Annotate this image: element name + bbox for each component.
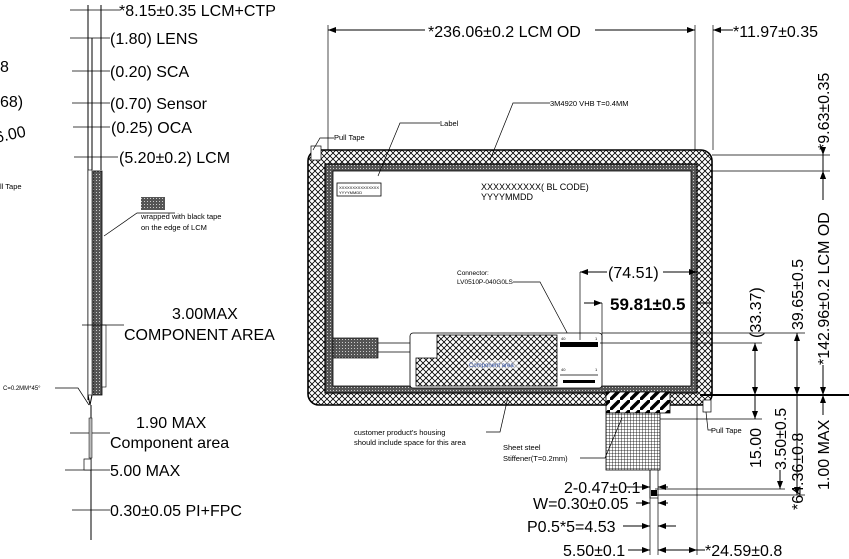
pin-40-bottom: 40	[561, 367, 566, 372]
stiffener-note-2: Stiffener(T=0.2mm)	[503, 454, 568, 463]
tape-note-1: wrapped with black tape	[140, 212, 221, 221]
pin-40-top: 40	[561, 336, 566, 341]
vhb-note: 3M4920 VHB T=0.4MM	[550, 99, 628, 108]
chamfer-note: C=0.2MM*45°	[3, 386, 41, 392]
dim-height: *142.96±0.2 LCM OD	[816, 212, 833, 365]
dim-3-50: 3.50±0.5	[773, 408, 790, 470]
fpc-component-label: Component area	[110, 435, 229, 452]
dim-w: W=0.30±0.05	[533, 496, 629, 513]
dim-width: *236.06±0.2 LCM OD	[428, 24, 581, 41]
cut-text-4: ll Tape	[0, 182, 22, 191]
dim-74-51: (74.51)	[608, 265, 659, 282]
dim-holes: 2-0.47±0.1	[564, 480, 640, 497]
pin-1-bottom: 1	[595, 367, 598, 372]
dim-39-65: 39.65±0.5	[790, 259, 807, 330]
dim-sensor: (0.70) Sensor	[110, 96, 208, 113]
cut-text-2: 68)	[0, 94, 23, 111]
front-view: *236.06±0.2 LCM OD *11.97±0.35 Pull Tape…	[307, 21, 849, 559]
connector-top	[560, 342, 598, 347]
tape-note-2: on the edge of LCM	[141, 223, 207, 232]
dim-lcm-ctp: *8.15±0.35 LCM+CTP	[119, 3, 276, 20]
label-line-2: YYYYMMDD	[339, 190, 362, 195]
stiffener-note-1: Sheet steel	[503, 443, 541, 452]
tape-swatch	[141, 197, 165, 210]
dim-15: 15.00	[748, 428, 765, 468]
label-line-1: XXXXXXXXXXXXXXX	[339, 185, 379, 190]
cut-text-3: 6.00	[0, 124, 27, 147]
dim-lcm: (5.20±0.2) LCM	[119, 150, 230, 167]
dim-lens: (1.80) LENS	[110, 31, 198, 48]
fpc-bend	[605, 391, 671, 414]
dim-right-offset: *11.97±0.35	[733, 24, 818, 41]
connector-label: Connector:	[457, 270, 489, 277]
dim-oca: (0.25) OCA	[111, 120, 192, 137]
bl-date: YYYYMMDD	[481, 192, 534, 202]
component-block	[101, 324, 107, 388]
cut-text-1: 8	[0, 59, 9, 76]
label-callout: Label	[440, 119, 459, 128]
stiffener-max: 5.00 MAX	[110, 463, 181, 480]
dim-pitch: P0.5*5=4.53	[527, 519, 616, 536]
lcm-edge-tape	[92, 170, 103, 396]
dim-5-50: 5.50±0.1	[563, 543, 625, 559]
dim-59-81: 59.81±0.5	[610, 295, 686, 314]
pull-tape-top: Pull Tape	[334, 133, 365, 142]
cut-off-left-annotations: 8 68) 6.00 ll Tape	[0, 59, 27, 191]
component-area-label: COMPONENT AREA	[124, 327, 275, 344]
dim-top-offset: *9.63±0.35	[816, 73, 833, 150]
component-area-inner-label: Component area	[469, 363, 514, 369]
product-label	[336, 182, 382, 197]
stiffener	[605, 412, 661, 471]
dim-33-37: (33.37)	[748, 287, 765, 338]
pull-tape-bottom: Pull Tape	[711, 426, 742, 435]
dim-1-max: 1.00 MAX	[816, 419, 833, 490]
dim-24-59: *24.59±0.8	[705, 543, 782, 559]
housing-note-1: customer product's housing	[354, 428, 445, 437]
fpc-thickness: 0.30±0.05 PI+FPC	[110, 503, 242, 520]
connector-bottom	[563, 380, 595, 383]
housing-note-2: should include space for this area	[354, 438, 467, 447]
bl-code: XXXXXXXXXX( BL CODE)	[481, 182, 589, 192]
pin-1-top: 1	[595, 336, 598, 341]
fpc-component-max: 1.90 MAX	[136, 415, 207, 432]
component-max: 3.00MAX	[172, 306, 238, 323]
dim-sca: (0.20) SCA	[110, 64, 189, 81]
side-view: *8.15±0.35 LCM+CTP (1.80) LENS (0.20) SC…	[3, 3, 276, 540]
connector-part: LV0510P-040G0LS	[457, 279, 514, 286]
dim-64-36: *64.36±0.8	[790, 433, 807, 510]
